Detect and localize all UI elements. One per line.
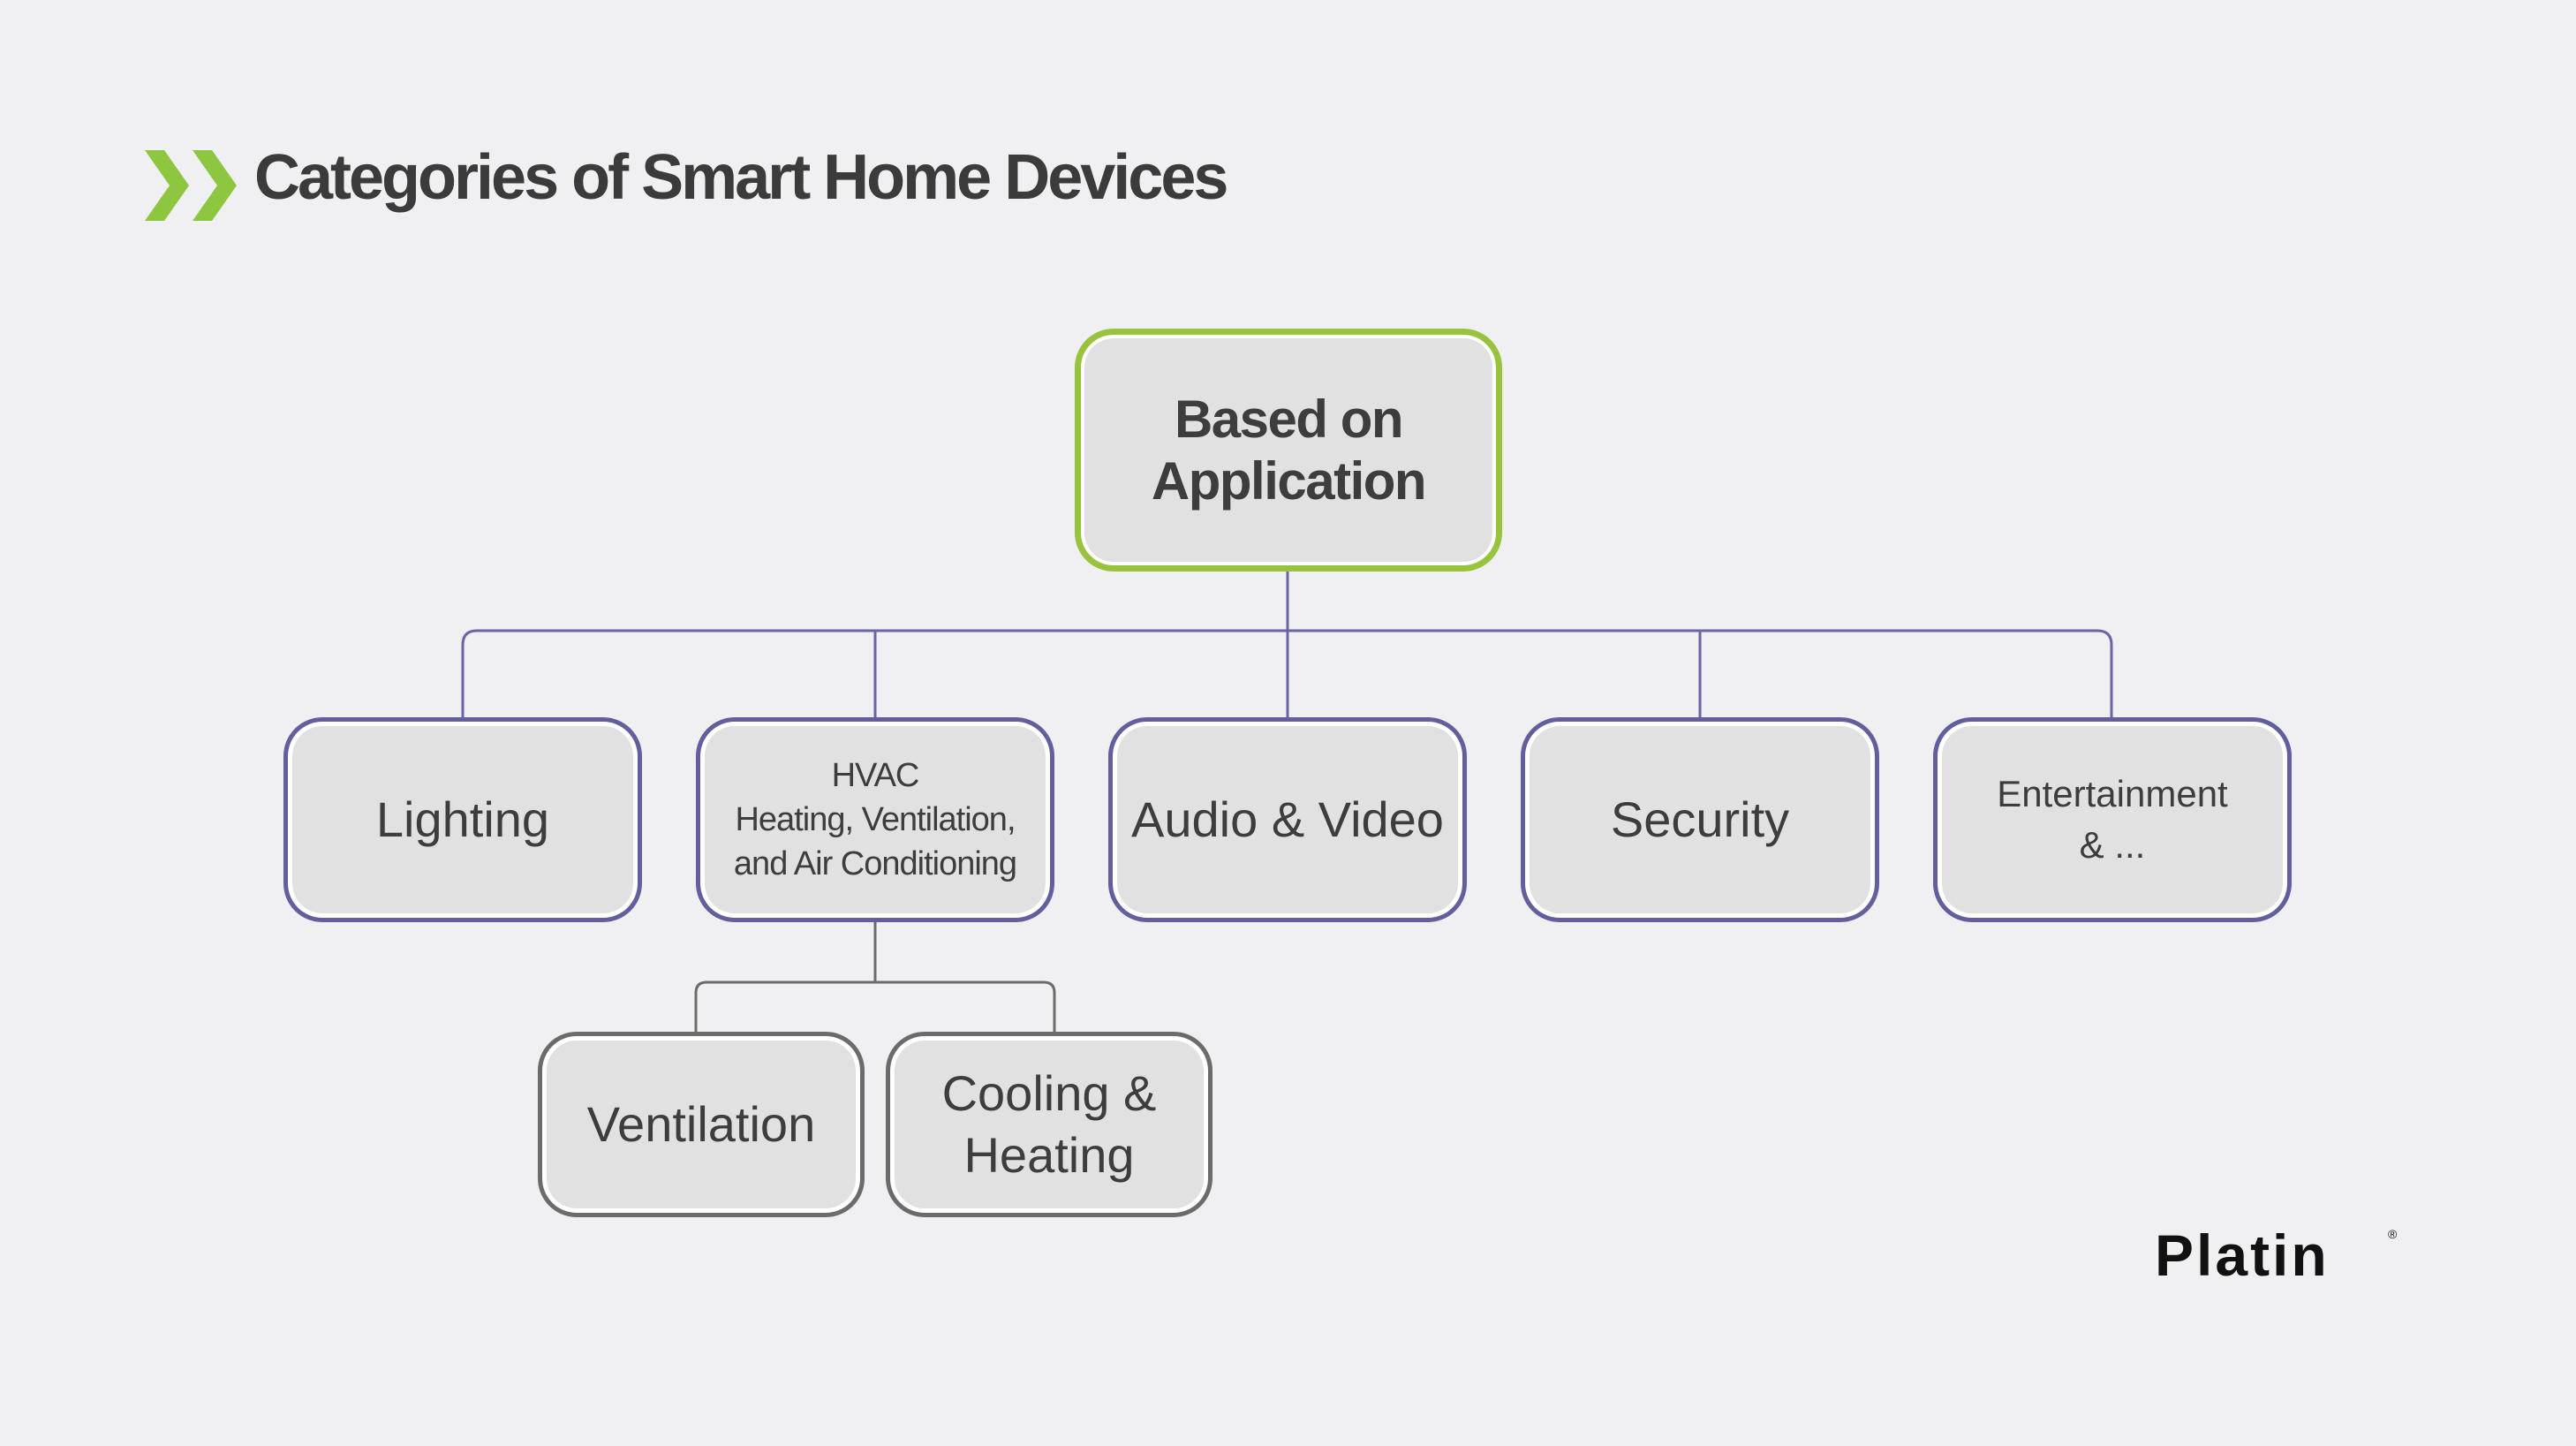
category-node-hvac: HVAC Heating, Ventilation, and Air Condi…: [696, 717, 1054, 922]
category-node-audio-video: Audio & Video: [1108, 717, 1467, 922]
category-label: HVAC Heating, Ventilation, and Air Condi…: [733, 757, 1017, 882]
hvac-children-connector: [694, 922, 1056, 1032]
subcategory-node-cooling-heating: Cooling & Heating: [886, 1032, 1212, 1217]
page-title: Categories of Smart Home Devices: [254, 142, 1228, 213]
subcategory-node-ventilation: Ventilation: [538, 1032, 865, 1217]
logo-text: Platin: [2155, 1226, 2330, 1283]
category-node-lighting: Lighting: [283, 717, 642, 922]
root-node: Based on Application: [1075, 329, 1502, 572]
category-label: Security: [1610, 791, 1790, 847]
subcategory-label: Cooling & Heating: [941, 1065, 1157, 1183]
category-label: Lighting: [375, 791, 550, 847]
platin-logo: Platin ®: [2155, 1226, 2398, 1283]
root-node-label: Based on Application: [1151, 389, 1427, 511]
category-node-entertainment: Entertainment & ...: [1933, 717, 2292, 922]
double-chevron-right-icon: [145, 150, 237, 221]
category-node-security: Security: [1521, 717, 1879, 922]
category-label: Audio & Video: [1131, 791, 1444, 847]
category-label: Entertainment & ...: [1997, 773, 2228, 866]
subcategory-label: Ventilation: [586, 1096, 816, 1152]
registered-mark: ®: [2388, 1227, 2398, 1241]
